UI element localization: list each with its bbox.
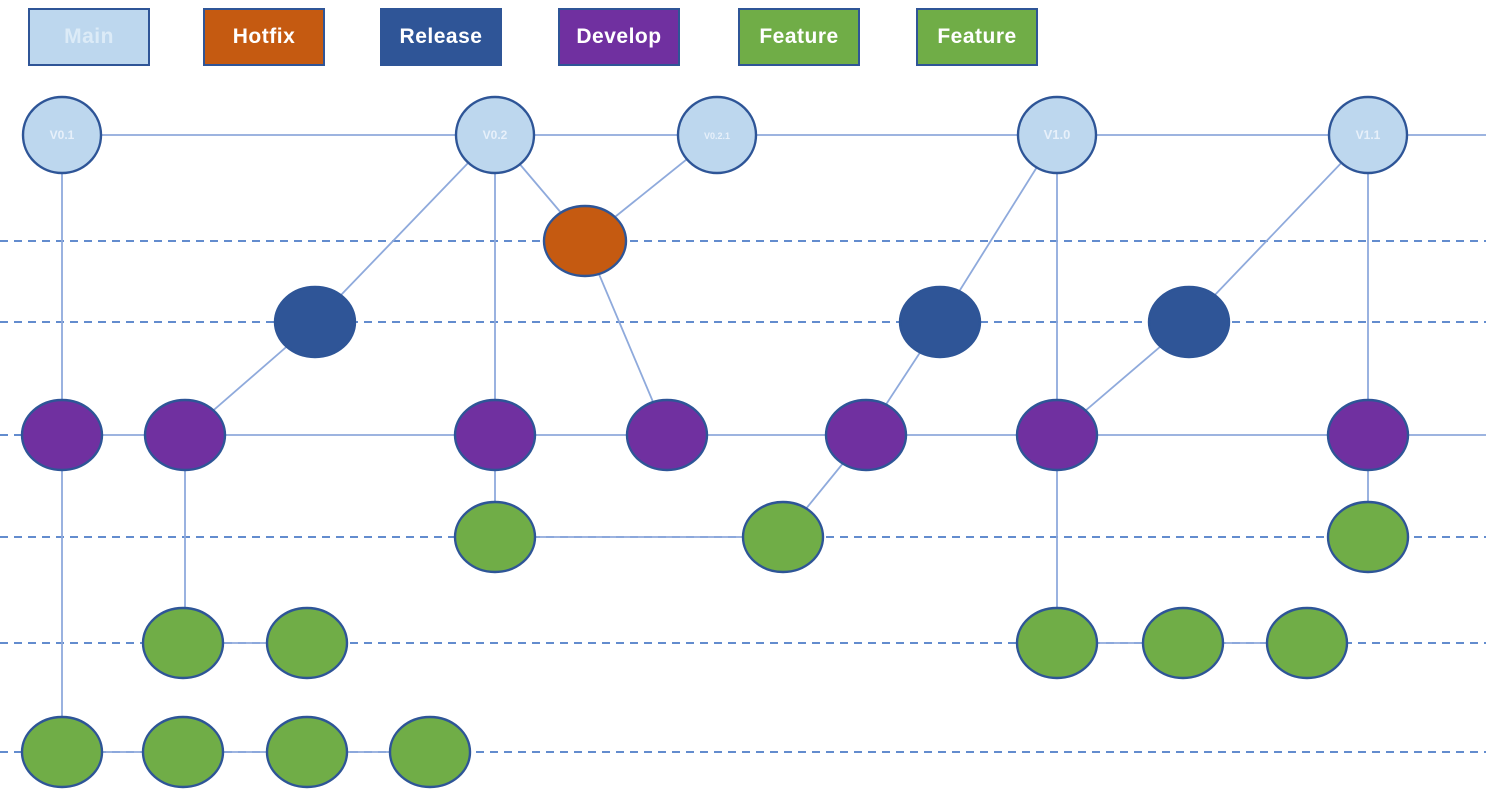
legend-label-hotfix: Hotfix xyxy=(232,25,296,48)
develop-node-5 xyxy=(824,398,908,472)
feature-node-1c xyxy=(1326,500,1410,574)
main-node-v1-0 xyxy=(1016,95,1098,175)
feature-node-2a xyxy=(141,606,225,680)
feature-node-1a xyxy=(453,500,537,574)
feature-node-3d xyxy=(388,715,472,789)
feature-node-2e xyxy=(1265,606,1349,680)
legend-item-feature1: Feature xyxy=(738,8,860,66)
legend-label-feature2: Feature xyxy=(937,25,1017,48)
legend-label-develop: Develop xyxy=(576,25,662,48)
develop-node-6 xyxy=(1015,398,1099,472)
feature-node-3a xyxy=(20,715,104,789)
legend-item-release: Release xyxy=(380,8,502,66)
develop-node-7 xyxy=(1326,398,1410,472)
main-node-v0-1-label: V0.1 xyxy=(50,128,75,142)
main-node-v0-2-1 xyxy=(676,95,758,175)
develop-node-2 xyxy=(143,398,227,472)
develop-node-3 xyxy=(453,398,537,472)
release-node-1 xyxy=(273,285,357,359)
legend-item-develop: Develop xyxy=(558,8,680,66)
legend-label-release: Release xyxy=(399,25,483,48)
merge-release3-v1-1 xyxy=(1188,134,1369,323)
release-node-2 xyxy=(898,285,982,359)
legend-label-feature1: Feature xyxy=(759,25,839,48)
legend-item-feature2: Feature xyxy=(916,8,1038,66)
release-node-3 xyxy=(1147,285,1231,359)
legend-item-hotfix: Hotfix xyxy=(203,8,325,66)
main-node-v1-1-label: V1.1 xyxy=(1356,128,1381,142)
feature-node-3c xyxy=(265,715,349,789)
main-node-v0-2 xyxy=(454,95,536,175)
feature-node-1b xyxy=(741,500,825,574)
main-node-v0-1 xyxy=(21,95,103,175)
main-node-v0-2-label: V0.2 xyxy=(483,128,508,142)
legend-label-main: Main xyxy=(64,25,114,48)
merge-release1-v0-2 xyxy=(314,134,496,323)
feature-node-3b xyxy=(141,715,225,789)
hotfix-node xyxy=(542,204,628,278)
legend: Main Hotfix Release Develop Feature Feat… xyxy=(0,0,1486,80)
main-node-v1-1 xyxy=(1327,95,1409,175)
develop-node-4 xyxy=(625,398,709,472)
feature-node-2b xyxy=(265,606,349,680)
feature-node-2c xyxy=(1015,606,1099,680)
feature-node-2d xyxy=(1141,606,1225,680)
legend-item-main: Main xyxy=(28,8,150,66)
main-node-v0-2-1-label: V0.2.1 xyxy=(704,131,730,141)
main-node-v1-0-label: V1.0 xyxy=(1044,127,1071,142)
develop-node-1 xyxy=(20,398,104,472)
